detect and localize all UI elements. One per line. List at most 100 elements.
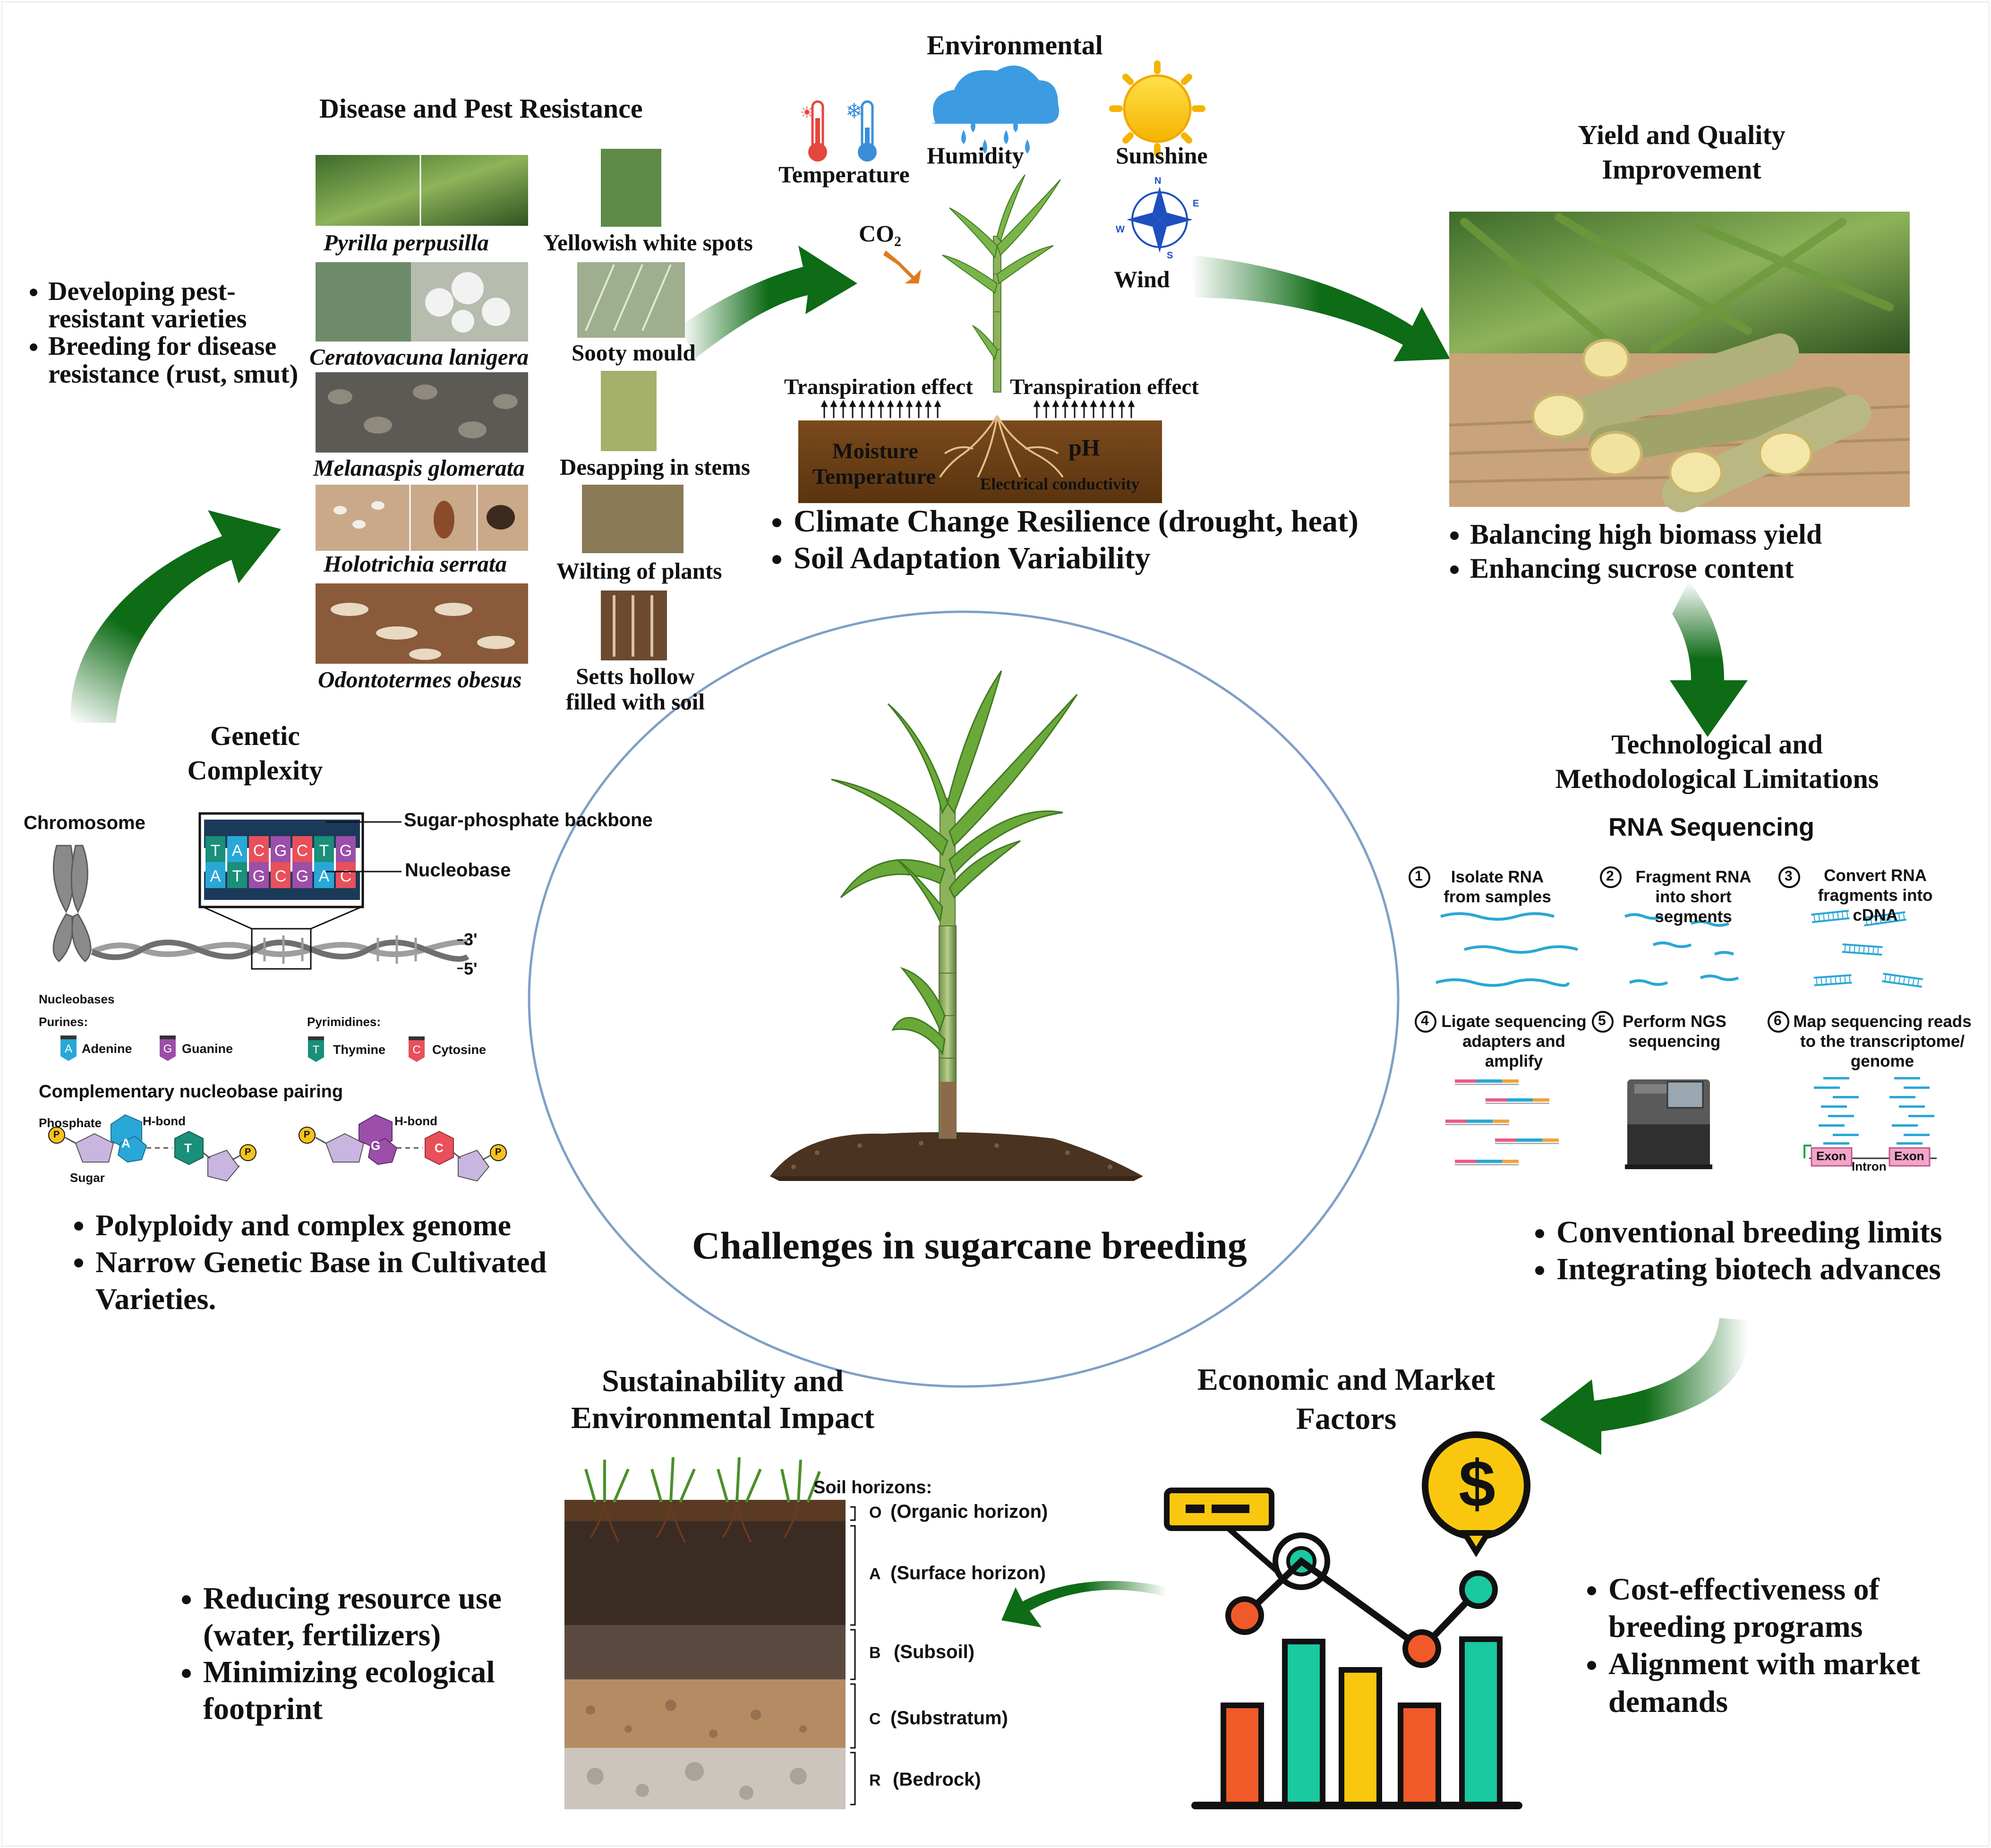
rna-step-number: 6: [1774, 1013, 1782, 1028]
nucleobase-tag-letter: T: [313, 1044, 320, 1056]
pair-letter: C: [435, 1141, 444, 1155]
soil-horizons-title: Soil horizons:: [813, 1478, 932, 1497]
cdna-fragments-icon: [1811, 909, 1923, 988]
dna-base-letter: G: [274, 842, 287, 860]
pairing-diagram-at: [48, 1114, 256, 1182]
bullet-item: Polyploidy and complex genome: [95, 1207, 609, 1244]
dna-base-bottom: [249, 862, 269, 888]
arrow-tech-to-economic: [1540, 1318, 1749, 1455]
wind-label: Wind: [1114, 266, 1170, 292]
environmental-title: Environmental: [927, 30, 1103, 60]
genetic-bullets: Polyploidy and complex genome Narrow Gen…: [66, 1207, 609, 1318]
nucleobase-tag-letter: C: [412, 1044, 420, 1056]
rna-step-number: 1: [1415, 868, 1423, 884]
bullet-item: Breeding for disease resistance (rust, s…: [48, 333, 321, 388]
dna-zoom-box: [251, 928, 312, 970]
nucleobase-tag-icon: [409, 1039, 425, 1062]
root-system: [939, 415, 1064, 478]
rna-step-number: 3: [1785, 868, 1793, 884]
symptom-label: Sooty mould: [572, 340, 696, 366]
bullet-item: Enhancing sucrose content: [1470, 551, 1822, 585]
thermometer-icons: ❄ ☀: [800, 99, 877, 162]
economic-title: Economic and Market Factors: [1197, 1362, 1495, 1436]
phosphate-label: Phosphate: [39, 1116, 102, 1130]
dna-base-letter: G: [253, 867, 265, 885]
adapter-reads-icon: [1445, 1079, 1559, 1165]
dna-base-top: [227, 836, 247, 862]
bullet-item: Climate Change Resilience (drought, heat…: [794, 503, 1359, 540]
compass-north: N: [1154, 176, 1162, 186]
bullet-item: Balancing high biomass yield: [1470, 517, 1822, 551]
base-name: Adenine: [82, 1042, 132, 1056]
symptom-label: Wilting of plants: [556, 558, 722, 584]
rna-step-text: Map sequencing reads to the transcriptom…: [1793, 1012, 1972, 1070]
rna-step-number: 2: [1606, 868, 1614, 884]
center-title: Challenges in sugarcane breeding: [692, 1224, 1247, 1267]
bullet-item: Developing pest-resistant varieties: [48, 278, 321, 333]
arrow-economic-to-sustainability: [1001, 1581, 1167, 1627]
pyrimidines-label: Pyrimidines:: [307, 1015, 381, 1029]
dna-base-letter: C: [253, 842, 265, 860]
chromosome-icon: [52, 845, 92, 963]
bullet-item: Soil Adaptation Variability: [794, 540, 1359, 577]
symptom-label: Setts hollow filled with soil: [565, 663, 705, 715]
pair-letter: G: [371, 1138, 381, 1153]
arrow-yield-to-tech: [1670, 581, 1748, 737]
rna-step-text: Convert RNA fragments into cDNA: [1818, 866, 1933, 924]
center-circle: [528, 610, 1400, 1388]
arrow-genetic-to-disease: [70, 510, 281, 723]
pairing-diagram-gc: [299, 1114, 507, 1182]
soil-profile: [564, 1457, 856, 1809]
exon-box-left: [1811, 1147, 1853, 1167]
dna-helix: [91, 939, 470, 962]
tech-title: Technological and Methodological Limitat…: [1555, 729, 1879, 794]
tech-bullets: Conventional breeding limits Integrating…: [1523, 1214, 1942, 1288]
dna-base-letter: C: [297, 842, 308, 860]
co2-label: CO₂: [859, 220, 901, 247]
pest-label: Melanaspis glomerata: [313, 455, 525, 481]
nucleobase-tag-letter: A: [65, 1043, 72, 1055]
rna-step-number: 4: [1421, 1013, 1429, 1028]
dna-base-letter: A: [232, 842, 243, 860]
dna-base-letter: A: [319, 867, 330, 885]
genetic-title: Genetic Complexity: [187, 720, 323, 786]
hbond-label: H-bond: [394, 1114, 437, 1128]
soil-temperature-label: Temperature: [812, 464, 936, 489]
dna-base-letter: G: [296, 867, 308, 885]
compass-west: W: [1116, 224, 1125, 235]
transpiration-arrows: [820, 400, 1135, 418]
horizon-code: O: [869, 1504, 882, 1522]
yield-bullets: Balancing high biomass yield Enhancing s…: [1441, 517, 1822, 585]
soil-moisture-label: Moisture: [832, 439, 918, 463]
dollar-icon: $: [1459, 1446, 1495, 1521]
disease-title: Disease and Pest Resistance: [319, 93, 643, 124]
horizon-name: (Bedrock): [893, 1769, 981, 1790]
pest-label: Pyrilla perpusilla: [324, 230, 489, 256]
pest-photo-grid: [316, 149, 685, 664]
exon-label: Exon: [1816, 1149, 1846, 1163]
dna-base-bottom: [271, 862, 291, 888]
phosphate-p: P: [304, 1129, 310, 1140]
dna-base-letter: A: [210, 867, 221, 885]
nucleobase-label: Nucleobase: [405, 860, 511, 881]
temperature-label: Temperature: [778, 161, 910, 188]
base-name: Guanine: [182, 1042, 233, 1056]
market-bar: [1459, 1636, 1503, 1808]
rna-strands-icon: [1436, 912, 1578, 987]
dna-rungs: [263, 935, 417, 964]
rna-step-text: Ligate sequencing adapters and amplify: [1441, 1012, 1587, 1070]
pest-label: Holotrichia serrata: [324, 551, 507, 577]
nucleobase-tag-letter: G: [163, 1043, 172, 1055]
pair-letter: A: [121, 1136, 130, 1150]
horizon-code: R: [869, 1771, 881, 1789]
horizon-name: (Substratum): [890, 1708, 1008, 1728]
cloud-rain-icon: [932, 65, 1059, 154]
bullet-item: Cost-effectiveness of breeding programs: [1608, 1571, 1953, 1645]
dna-base-letter: T: [211, 842, 221, 860]
horizon-code: B: [869, 1644, 881, 1662]
dna-base-bottom: [227, 862, 247, 888]
pest-label: Ceratovacuna lanigera: [309, 344, 529, 370]
pairing-title: Complementary nucleobase pairing: [39, 1082, 343, 1102]
nucleobases-title: Nucleobases: [39, 992, 115, 1006]
